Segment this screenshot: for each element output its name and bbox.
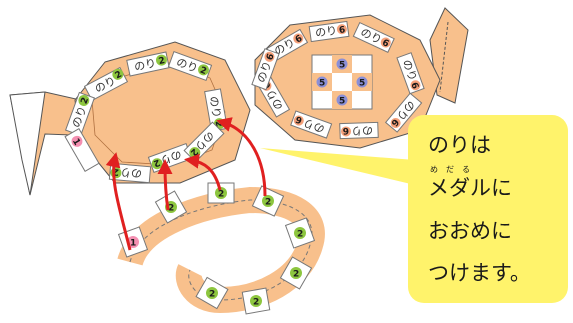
callout-line-4: つけます。 [428, 261, 531, 285]
arrows [105, 117, 267, 251]
left-medal: のり 2 のり 2 のり 2 のり 2 のり 2 [64, 41, 251, 184]
svg-text:5: 5 [359, 79, 365, 89]
glue-tab: のり 6 [339, 121, 379, 140]
glue-tab: のり 6 [308, 20, 350, 43]
svg-text:5: 5 [319, 79, 325, 89]
arrow-icon [216, 117, 267, 197]
glue-tab: のり 2 [167, 51, 213, 81]
svg-text:のり: のり [133, 56, 157, 73]
callout-bubble: のりは め だ る メダルに おおめに つけます。 [260, 115, 568, 303]
svg-text:2: 2 [114, 70, 124, 82]
strip-tab: 2 [284, 217, 316, 249]
svg-text:2: 2 [297, 230, 303, 240]
callout-ruby: め だ る [430, 165, 470, 174]
svg-text:6: 6 [389, 116, 401, 127]
glue-tab: 1 [64, 127, 100, 173]
glue-tab: のり 2 [65, 91, 95, 137]
svg-text:6: 6 [408, 81, 420, 90]
glue-tab: のり 6 [290, 110, 333, 139]
svg-text:6: 6 [338, 25, 346, 36]
strip-tab: 2 [279, 256, 313, 290]
glue-tab: のり 2 [83, 66, 129, 102]
arrow-icon [184, 153, 222, 191]
svg-text:2: 2 [80, 96, 92, 105]
strip-tab: 2 [251, 185, 285, 217]
svg-text:2: 2 [253, 298, 259, 308]
svg-text:2: 2 [168, 204, 174, 214]
svg-text:2: 2 [265, 198, 271, 208]
strip-tab: 2 [241, 287, 271, 315]
svg-text:2: 2 [152, 157, 161, 169]
svg-text:のり: のり [120, 165, 143, 180]
center-pattern: 5 5 5 5 [311, 54, 373, 110]
svg-text:6: 6 [380, 38, 390, 50]
glue-tab: のり 2 [126, 51, 170, 77]
svg-text:6: 6 [265, 53, 277, 62]
strip-tab: 2 [207, 182, 235, 204]
arrow-icon [157, 159, 173, 211]
svg-text:2: 2 [198, 66, 207, 78]
svg-text:2: 2 [293, 270, 299, 280]
curved-strip: 1 2 2 2 2 2 2 [117, 182, 325, 315]
svg-text:2: 2 [188, 146, 200, 158]
svg-text:2: 2 [209, 290, 215, 300]
svg-text:5: 5 [339, 61, 345, 71]
svg-text:5: 5 [339, 97, 345, 107]
svg-text:2: 2 [218, 190, 224, 200]
svg-text:のり: のり [351, 124, 373, 138]
glue-tab: のり 6 [251, 48, 280, 91]
svg-text:6: 6 [295, 113, 304, 125]
svg-text:1: 1 [70, 137, 82, 147]
glue-tab: のり 6 [352, 21, 395, 53]
arrow-icon [105, 152, 132, 251]
svg-text:2: 2 [112, 166, 119, 177]
glue-tab: のり 6 [396, 52, 425, 95]
svg-text:2: 2 [158, 56, 166, 67]
callout-line-3: おおめに [428, 219, 512, 243]
svg-text:6: 6 [343, 125, 350, 135]
svg-text:のり: のり [207, 95, 224, 119]
callout-line-2: メダルに [428, 176, 512, 200]
callout-line-1: のりは [428, 133, 491, 157]
svg-text:1: 1 [130, 239, 136, 249]
svg-text:のり: のり [314, 24, 338, 40]
strip-tab: 2 [195, 276, 229, 310]
right-medal: 5 5 5 5 のり 6 のり 6 のり 6 のり [251, 14, 441, 149]
svg-text:6: 6 [294, 34, 304, 46]
